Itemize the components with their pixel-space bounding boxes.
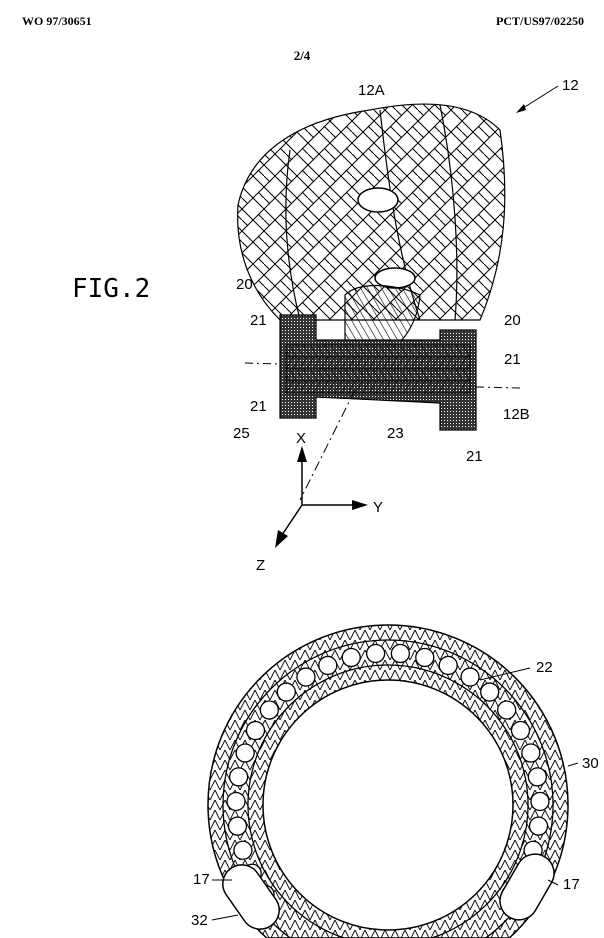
label-22: 22 xyxy=(536,659,553,676)
ball-element xyxy=(236,744,254,762)
ball-element xyxy=(481,683,499,701)
ball-element xyxy=(530,817,548,835)
label-21: 21 xyxy=(504,351,521,368)
ball-element xyxy=(512,722,530,740)
ball-element xyxy=(227,792,245,810)
axis-y-label: Y xyxy=(373,499,383,516)
label-23: 23 xyxy=(387,425,404,442)
axis-x-label: X xyxy=(296,430,306,447)
ball-element xyxy=(528,768,546,786)
ball-element xyxy=(498,701,516,719)
label-21: 21 xyxy=(250,398,267,415)
ball-element xyxy=(228,817,246,835)
ball-element xyxy=(367,645,385,663)
ball-element xyxy=(277,683,295,701)
ball-element xyxy=(342,649,360,667)
ball-element xyxy=(416,649,434,667)
ball-element xyxy=(461,668,479,686)
ball-element xyxy=(439,656,457,674)
ball-element xyxy=(230,768,248,786)
ball-element xyxy=(531,792,549,810)
label-30: 30 xyxy=(582,755,599,772)
label-20-left: 20 xyxy=(236,276,253,293)
ball-element xyxy=(391,645,409,663)
label-25: 25 xyxy=(233,425,250,442)
label-12b: 12B xyxy=(503,406,530,423)
label-21: 21 xyxy=(466,448,483,465)
label-21: 21 xyxy=(250,312,267,329)
axis-z-label: Z xyxy=(256,557,265,574)
label-17-left: 17 xyxy=(193,871,210,888)
figure-2: FIG.2 X Y Z 12A 12 20 20 21 21 21 21 12B… xyxy=(72,77,579,574)
label-12: 12 xyxy=(562,77,579,94)
ball-element xyxy=(260,701,278,719)
ball-element xyxy=(522,744,540,762)
label-20-right: 20 xyxy=(504,312,521,329)
ball-element xyxy=(297,668,315,686)
label-17-right: 17 xyxy=(563,876,580,893)
label-12a: 12A xyxy=(358,82,385,99)
label-32: 32 xyxy=(191,912,208,929)
ball-element xyxy=(246,722,264,740)
figure-2-title: FIG.2 xyxy=(72,274,150,304)
ball-element xyxy=(234,841,252,859)
figure-3-ring: 22 30 17 17 32 xyxy=(191,625,599,938)
ball-element xyxy=(319,656,337,674)
